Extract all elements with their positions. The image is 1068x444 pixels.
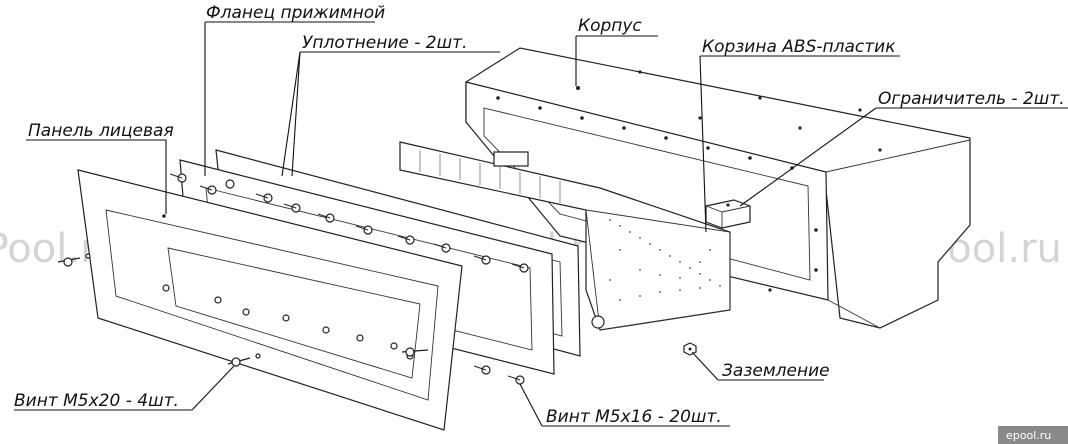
panel-screws-m5x20	[57, 257, 429, 367]
callout-labels: Фланец прижимной Уплотнение - 2шт. Корпу…	[14, 3, 1065, 427]
front-panel	[57, 169, 463, 431]
site-badge-text: epool.ru	[1006, 429, 1051, 442]
label-panel: Панель лицевая	[28, 121, 174, 141]
label-housing: Корпус	[578, 16, 642, 36]
site-badge: epool.ru	[998, 426, 1068, 444]
label-ground: Заземление	[722, 361, 830, 381]
ground-terminal	[683, 342, 697, 356]
panel-screw-holes	[85, 214, 414, 360]
label-screw-m5x20: Винт М5х20 - 4шт.	[14, 391, 179, 411]
label-seal: Уплотнение - 2шт.	[302, 33, 467, 53]
label-basket: Корзина ABS-пластик	[702, 37, 896, 57]
basket	[399, 141, 731, 331]
label-limiter: Ограничитель - 2шт.	[878, 89, 1065, 109]
leader-lines	[14, 21, 1068, 427]
label-screw-m5x16: Винт М5х16 - 20шт.	[546, 407, 722, 427]
label-flange: Фланец прижимной	[206, 3, 385, 23]
